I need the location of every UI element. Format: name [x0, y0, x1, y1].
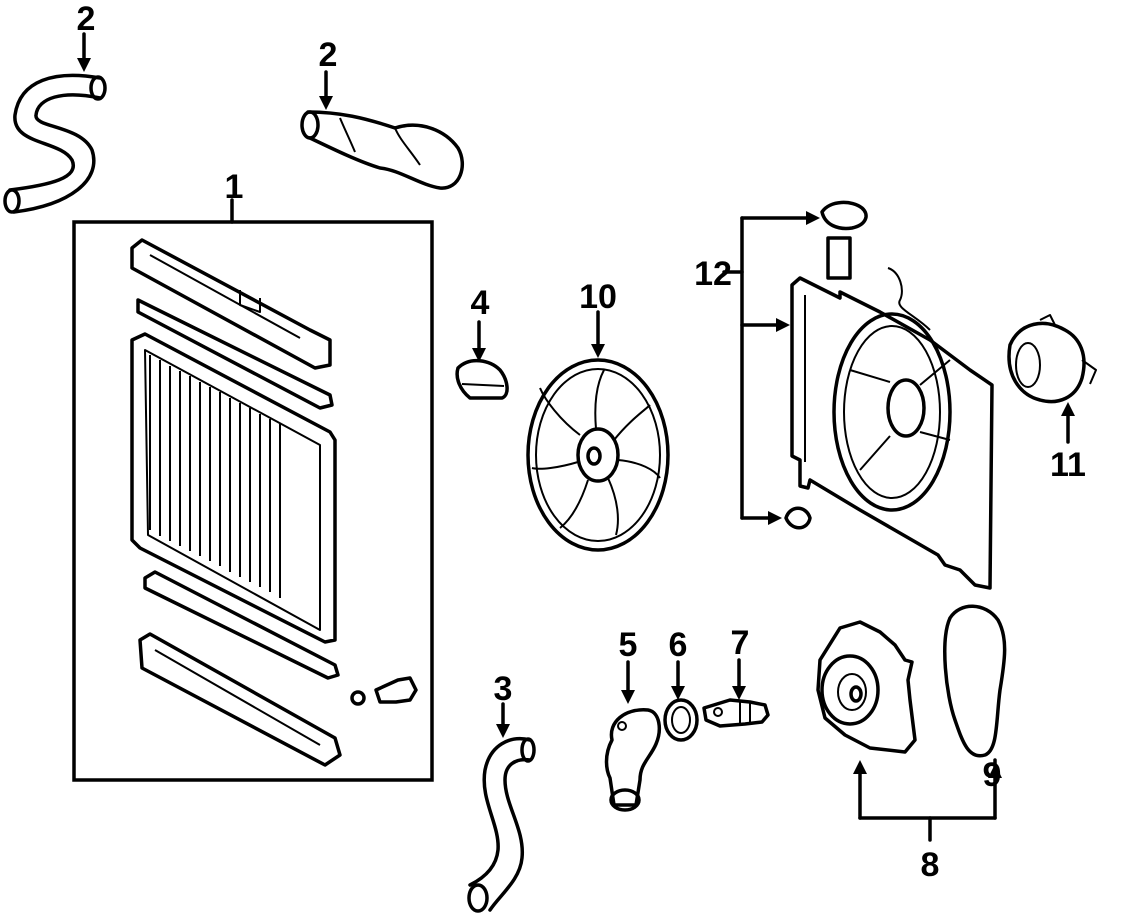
callout-number-9: 9 [983, 756, 1002, 794]
radiator-hose-upper-center [300, 110, 464, 190]
callout-number-12: 12 [694, 255, 732, 293]
thermostat-gasket [663, 698, 699, 742]
fan-motor [1007, 314, 1097, 404]
callout-number-1: 1 [225, 168, 244, 206]
callout-number-6: 6 [669, 626, 688, 664]
water-pump [816, 620, 917, 754]
radiator-assembly-box: 1 [72, 168, 434, 782]
callout-11: 11 [1050, 402, 1086, 484]
radiator-core-fins [149, 355, 281, 598]
radiator [130, 238, 418, 767]
callout-10: 10 [579, 278, 617, 358]
callout-5: 5 [619, 626, 638, 704]
water-pump-gasket [943, 604, 1007, 758]
radiator-hose-lower [467, 737, 536, 913]
callout-3: 3 [494, 670, 513, 738]
cooling-fan [526, 358, 670, 552]
callout-4: 4 [471, 284, 490, 362]
callout-number-10: 10 [579, 278, 617, 316]
callout-number-8: 8 [921, 846, 940, 884]
callout-number-2b: 2 [319, 36, 338, 74]
callout-number-3: 3 [494, 670, 513, 708]
callout-number-2a: 2 [77, 0, 96, 38]
fan-shroud [784, 200, 994, 590]
callout-number-11: 11 [1050, 446, 1086, 484]
callout-number-5: 5 [619, 626, 638, 664]
callout-12: 12 [694, 211, 820, 525]
water-inlet [604, 708, 662, 812]
callout-2-center: 2 [319, 36, 338, 110]
radiator-cap [455, 358, 509, 400]
callout-6: 6 [669, 626, 688, 700]
fan-blades [531, 369, 661, 536]
callout-number-7: 7 [731, 624, 750, 662]
callout-2-left: 2 [77, 0, 96, 72]
callout-8-9-bracket: 8 9 [853, 756, 1002, 884]
callout-number-4: 4 [471, 284, 490, 322]
callout-7: 7 [731, 624, 750, 700]
radiator-hose-upper-left [3, 73, 107, 214]
thermostat [702, 698, 770, 728]
